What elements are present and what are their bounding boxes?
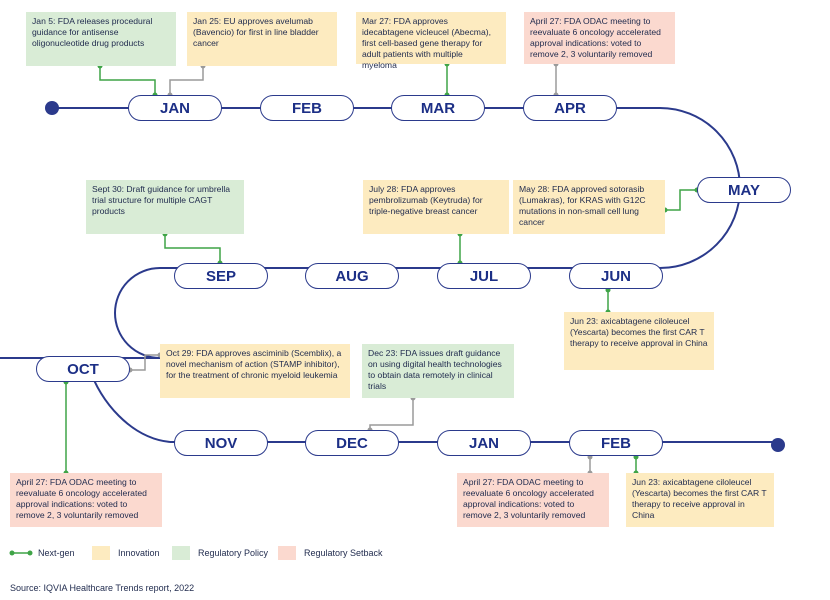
- event-apr27-c: April 27: FDA ODAC meeting to reevaluate…: [457, 473, 609, 527]
- legend-innovation: Innovation: [92, 545, 160, 561]
- legend-regulatory-label: Regulatory Policy: [198, 548, 269, 558]
- event-jul28: July 28: FDA approves pembrolizumab (Key…: [363, 180, 509, 234]
- month-nov: NOV: [174, 430, 268, 456]
- connector-jan5: [99, 66, 156, 95]
- month-jun: JUN: [569, 263, 663, 289]
- legend-setback: Regulatory Setback: [278, 545, 383, 561]
- legend-regulatory: Regulatory Policy: [172, 545, 268, 561]
- legend-nextgen-label: Next-gen: [38, 548, 75, 558]
- timeline-end-dot: [771, 438, 785, 452]
- timeline-start-dot: [45, 101, 59, 115]
- month-apr: APR: [523, 95, 617, 121]
- month-dec: DEC: [305, 430, 399, 456]
- connector-sep30: [164, 234, 221, 263]
- event-jun23-a: Jun 23: axicabtagene ciloleucel (Yescart…: [564, 312, 714, 370]
- legend-nextgen: Next-gen: [38, 545, 75, 561]
- event-jan5: Jan 5: FDA releases procedural guidance …: [26, 12, 176, 66]
- month-mar: MAR: [391, 95, 485, 121]
- event-jun23-b: Jun 23: axicabtagene ciloleucel (Yescart…: [626, 473, 774, 527]
- connector-jan25: [169, 66, 204, 95]
- regulatory-swatch: [172, 546, 190, 560]
- event-apr27-a: April 27: FDA ODAC meeting to reevaluate…: [524, 12, 675, 64]
- month-feb-2: FEB: [569, 430, 663, 456]
- event-may28: May 28: FDA approved sotorasib (Lumakras…: [513, 180, 665, 234]
- month-jan-1: JAN: [128, 95, 222, 121]
- month-jul: JUL: [437, 263, 531, 289]
- event-jan25: Jan 25: EU approves avelumab (Bavencio) …: [187, 12, 337, 66]
- month-may: MAY: [697, 177, 791, 203]
- connector-dec23: [369, 398, 414, 430]
- event-mar27: Mar 27: FDA approves idecabtagene vicleu…: [356, 12, 506, 70]
- month-sep: SEP: [174, 263, 268, 289]
- event-dec23: Dec 23: FDA issues draft guidance on usi…: [362, 344, 514, 398]
- connector-oct29: [130, 354, 160, 371]
- month-jan-2: JAN: [437, 430, 531, 456]
- connector-may28: [665, 189, 697, 211]
- month-feb-1: FEB: [260, 95, 354, 121]
- month-oct: OCT: [36, 356, 130, 382]
- event-apr27-b: April 27: FDA ODAC meeting to reevaluate…: [10, 473, 162, 527]
- setback-swatch: [278, 546, 296, 560]
- event-sep30: Sept 30: Draft guidance for umbrella tri…: [86, 180, 244, 234]
- month-aug: AUG: [305, 263, 399, 289]
- event-oct29: Oct 29: FDA approves asciminib (Scemblix…: [160, 344, 350, 398]
- source-note: Source: IQVIA Healthcare Trends report, …: [10, 583, 195, 593]
- legend-innovation-label: Innovation: [118, 548, 160, 558]
- innovation-swatch: [92, 546, 110, 560]
- timeline-path: [0, 107, 741, 359]
- legend-setback-label: Regulatory Setback: [304, 548, 383, 558]
